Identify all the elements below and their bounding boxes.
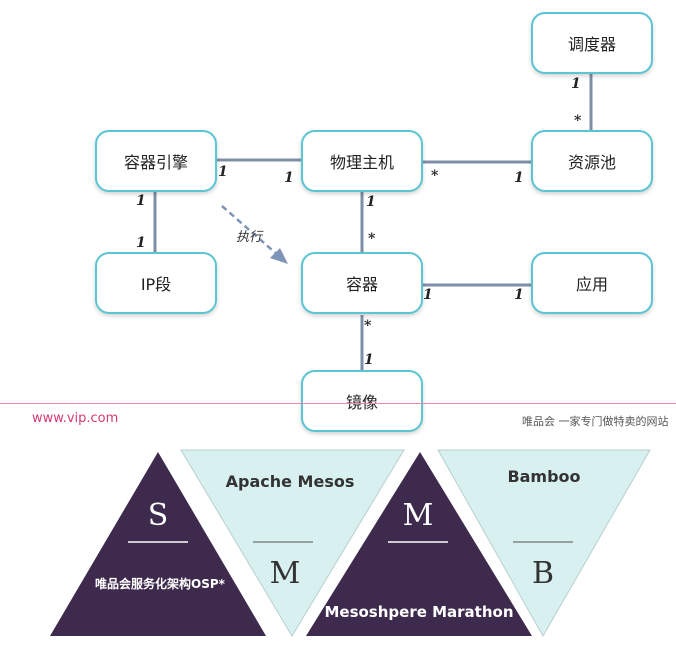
mult-engine-ip-bottom: 1 xyxy=(136,235,146,251)
triangle-s xyxy=(50,452,266,636)
mult-container-app-left: 1 xyxy=(423,287,433,303)
letter-s: S xyxy=(147,498,169,533)
caption-osp: 唯品会服务化架构OSP* xyxy=(95,577,225,591)
mult-container-image-bottom: 1 xyxy=(364,352,374,368)
node-scheduler[interactable]: 调度器 xyxy=(531,12,653,74)
mult-scheduler-pool-bottom: * xyxy=(574,113,582,129)
node-container-engine[interactable]: 容器引擎 xyxy=(95,130,217,192)
slide-divider xyxy=(0,403,676,404)
letter-m-marathon: M xyxy=(402,498,434,533)
title-apache-mesos: Apache Mesos xyxy=(225,472,355,491)
tagline-text: 唯品会 一家专门做特卖的网站 xyxy=(522,415,668,428)
mult-host-container-bottom: * xyxy=(368,231,376,247)
caption-marathon: Mesoshpere Marathon xyxy=(324,603,514,621)
node-image[interactable]: 镜像 xyxy=(301,370,423,432)
mult-scheduler-pool-top: 1 xyxy=(571,76,581,92)
site-link[interactable]: www.vip.com xyxy=(32,411,119,426)
letter-b: B xyxy=(531,556,555,591)
exec-arrow xyxy=(221,205,288,264)
triangle-marathon xyxy=(306,452,532,636)
mult-container-image-top: * xyxy=(364,318,372,334)
triangle-apache-mesos xyxy=(180,449,405,637)
mult-engine-ip-top: 1 xyxy=(136,193,146,209)
mult-host-pool-left: * xyxy=(431,168,439,184)
mult-engine-host-right: 1 xyxy=(284,170,294,186)
node-ip-segment[interactable]: IP段 xyxy=(95,252,217,314)
mult-engine-host-left: 1 xyxy=(218,164,228,180)
triangle-bamboo xyxy=(437,449,651,638)
node-application[interactable]: 应用 xyxy=(531,252,653,314)
node-resource-pool[interactable]: 资源池 xyxy=(531,130,653,192)
node-container[interactable]: 容器 xyxy=(301,252,423,314)
connector-lines xyxy=(153,72,593,370)
node-physical-host[interactable]: 物理主机 xyxy=(301,130,423,192)
mult-host-container-top: 1 xyxy=(366,194,376,210)
title-bamboo: Bamboo xyxy=(507,467,581,486)
mult-host-pool-right: 1 xyxy=(514,170,524,186)
mult-container-app-right: 1 xyxy=(514,287,524,303)
exec-label: 执行 xyxy=(236,230,263,245)
letter-m-mesos: M xyxy=(269,556,301,591)
